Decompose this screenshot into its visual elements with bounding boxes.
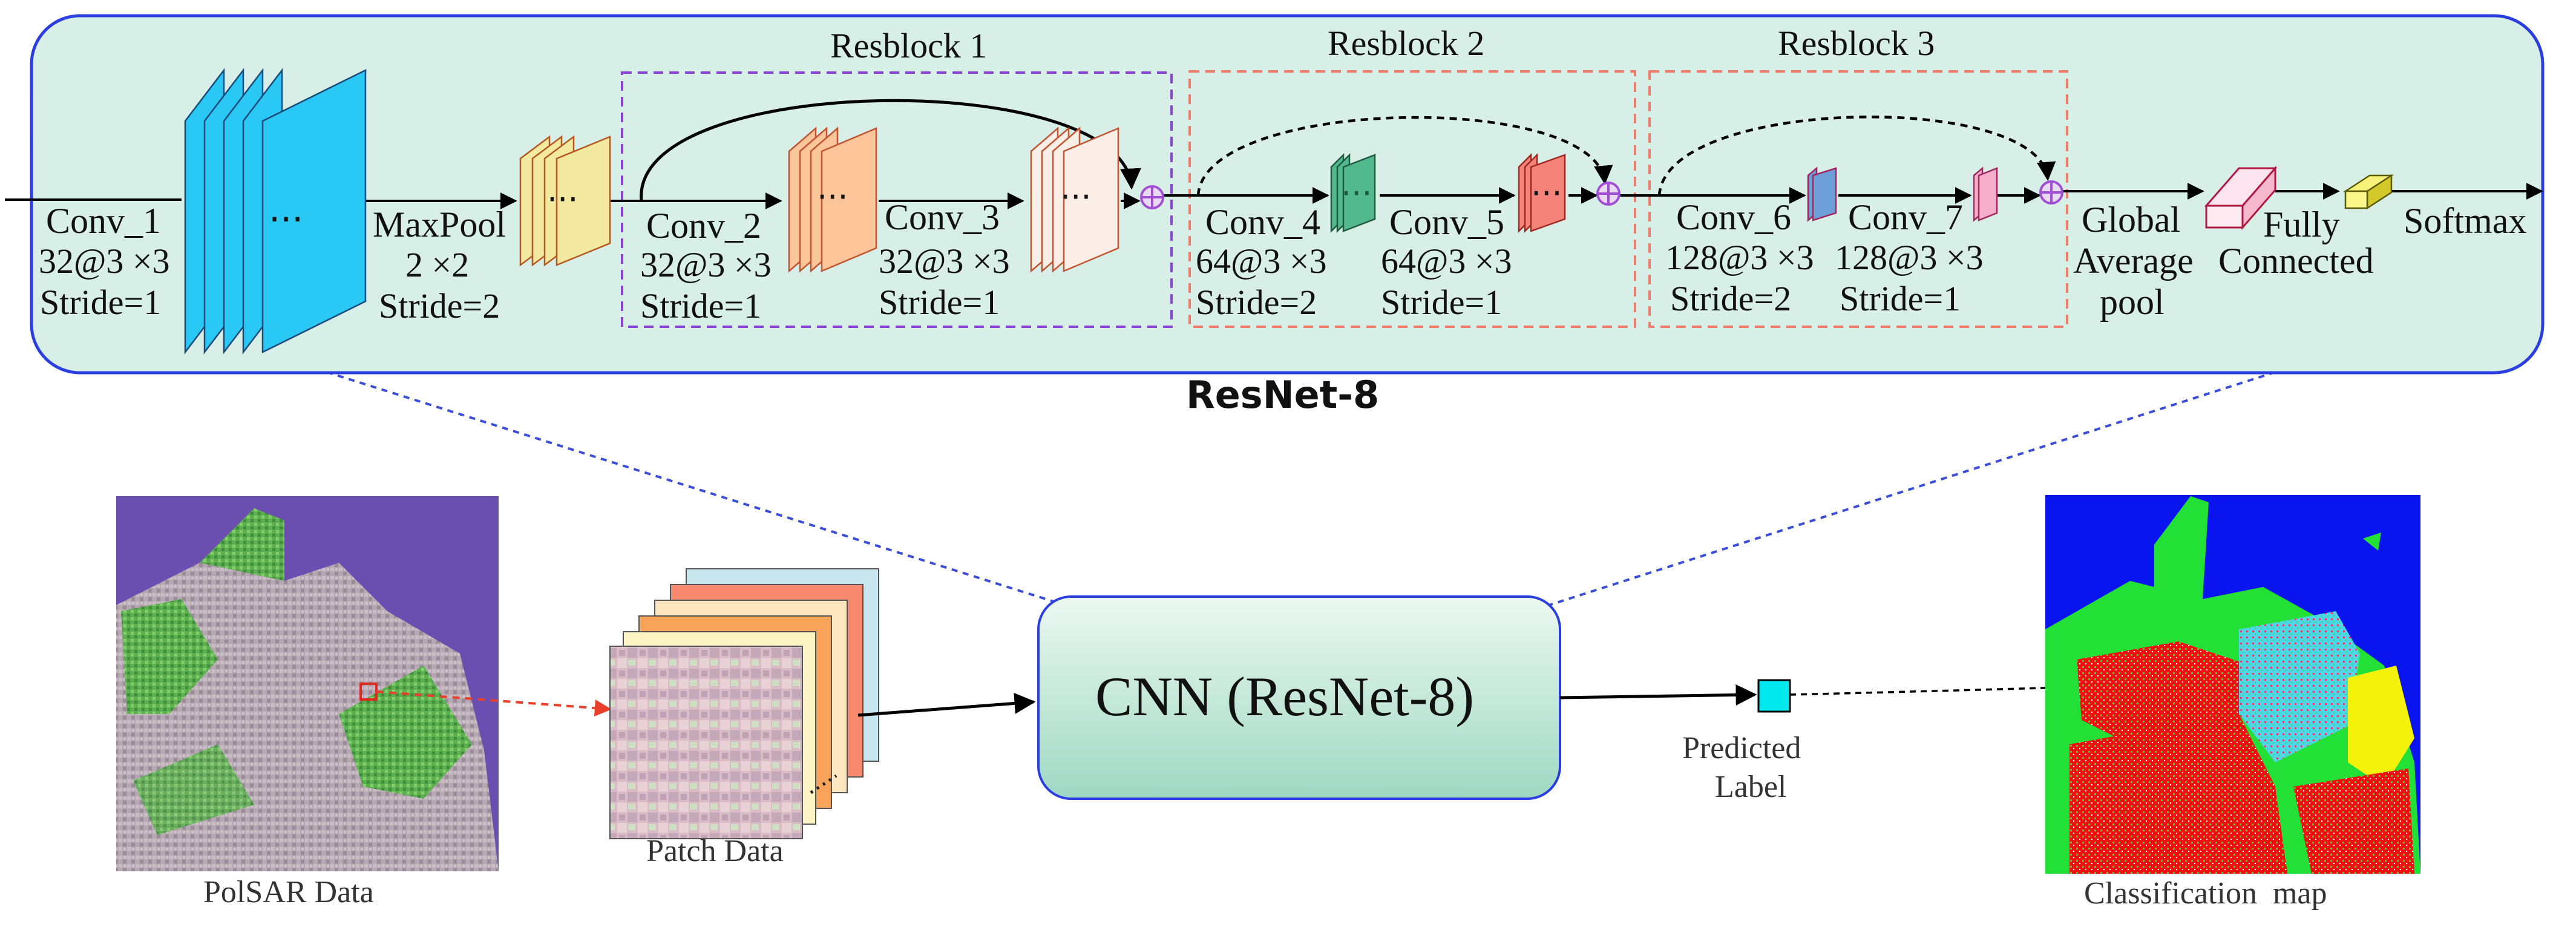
conv1-name: Conv_1 xyxy=(46,201,162,241)
conv4-filters: 64@3 ×3 xyxy=(1196,241,1327,281)
patch-to-cnn-arrow xyxy=(857,692,1036,717)
add-node-2 xyxy=(1596,182,1621,206)
conv7-filters: 128@3 ×3 xyxy=(1835,238,1984,277)
conv4-stride: Stride=2 xyxy=(1196,283,1317,322)
softmax-label: Softmax xyxy=(2404,201,2527,241)
add-node-1 xyxy=(1140,185,1164,209)
resblock-3-box xyxy=(1648,70,2068,328)
conv2-filters: 32@3 ×3 xyxy=(640,245,772,284)
fc-line-2: Connected xyxy=(2218,241,2374,281)
predicted-label-square xyxy=(1757,679,1791,713)
classmap-label: Classification map xyxy=(2084,876,2327,911)
conv6-name: Conv_6 xyxy=(1676,197,1792,237)
skip-connection-3 xyxy=(1657,116,2056,196)
conv5-ellipsis: ··· xyxy=(1531,174,1562,212)
conv3-name: Conv_3 xyxy=(885,197,1000,237)
classification-map xyxy=(2045,495,2420,874)
conv6-feature-maps xyxy=(1807,166,1837,222)
fc-vector xyxy=(2342,174,2394,210)
predicted-label-line-1: Predicted xyxy=(1682,731,1801,765)
gap-line-3: pool xyxy=(2100,282,2165,322)
conv2-stride: Stride=1 xyxy=(640,286,762,326)
conv4-ellipsis: ··· xyxy=(1341,174,1372,212)
gap-line-2: Average xyxy=(2073,241,2194,281)
conv5-stride: Stride=1 xyxy=(1381,283,1503,322)
maxpool-ellipsis: ··· xyxy=(547,180,578,218)
add-node-3 xyxy=(2039,180,2063,205)
network-title: ResNet-8 xyxy=(1186,373,1380,417)
conv2-ellipsis: ··· xyxy=(817,178,848,216)
conv4-name: Conv_4 xyxy=(1205,202,1321,242)
cnn-label: CNN (ResNet-8) xyxy=(1095,666,1474,727)
predicted-label-line-2: Label xyxy=(1715,770,1787,804)
conv7-feature-maps xyxy=(1973,166,1998,222)
fc-line-1: Fully xyxy=(2263,205,2340,244)
patch-label: Patch Data xyxy=(646,834,784,868)
maxpool-name: MaxPool xyxy=(373,205,506,244)
conv6-stride: Stride=2 xyxy=(1670,279,1792,318)
conv6-filters: 128@3 ×3 xyxy=(1665,238,1814,277)
skip-connection-2 xyxy=(1196,116,1613,196)
conv5-feature-maps xyxy=(1518,152,1566,234)
conv5-name: Conv_5 xyxy=(1389,202,1505,242)
gap-line-1: Global xyxy=(2082,200,2181,240)
conv7-stride: Stride=1 xyxy=(1840,279,1961,318)
conv1-feature-maps xyxy=(184,68,367,355)
conv4-feature-maps xyxy=(1330,152,1376,234)
label-to-map-arrow xyxy=(1789,673,2321,696)
patch-stack xyxy=(609,568,879,839)
patch-dots xyxy=(810,774,837,794)
resblock-1-title: Resblock 1 xyxy=(830,26,988,65)
conv3-ellipsis: ··· xyxy=(1060,178,1092,216)
conv7-name: Conv_7 xyxy=(1848,197,1964,237)
resblock-2-box xyxy=(1188,70,1636,328)
projection-lines xyxy=(326,371,2276,606)
maxpool-stride: Stride=2 xyxy=(379,286,500,326)
conv3-stride: Stride=1 xyxy=(879,283,1000,322)
resblock-2-title: Resblock 2 xyxy=(1328,24,1485,63)
maxpool-feature-maps xyxy=(519,135,611,267)
cnn-to-label-arrow xyxy=(1559,684,1757,706)
conv1-filters: 32@3 ×3 xyxy=(39,241,170,281)
conv1-stride: Stride=1 xyxy=(40,283,162,322)
gap-vector xyxy=(2204,165,2278,231)
conv2-name: Conv_2 xyxy=(646,206,762,246)
maxpool-size: 2 ×2 xyxy=(405,245,470,284)
conv5-filters: 64@3 ×3 xyxy=(1381,241,1512,281)
conv3-feature-maps xyxy=(1030,126,1119,273)
conv2-feature-maps xyxy=(788,126,877,273)
conv1-ellipsis: ··· xyxy=(269,198,304,241)
resblock-3-title: Resblock 3 xyxy=(1778,24,1935,63)
conv3-filters: 32@3 ×3 xyxy=(879,241,1010,281)
polsar-label: PolSAR Data xyxy=(203,875,374,909)
polsar-image xyxy=(116,496,612,871)
pipeline-arrows xyxy=(5,183,2543,209)
